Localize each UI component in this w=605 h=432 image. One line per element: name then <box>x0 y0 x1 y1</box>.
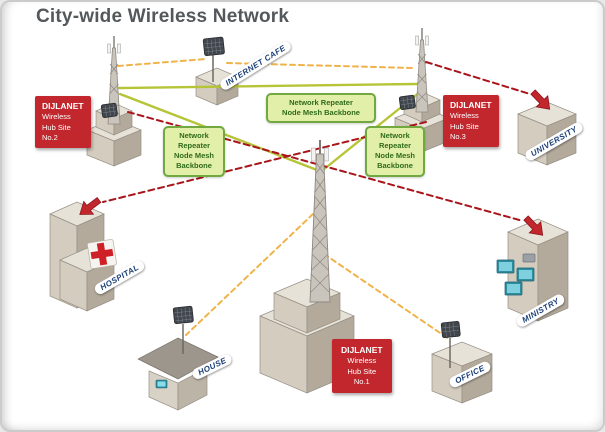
signal-arrow-university <box>530 89 551 110</box>
hub1-label: DIJLANET Wireless Hub Site No.1 <box>332 339 392 393</box>
repeater-top-line-2: Node Mesh Backbone <box>282 108 360 118</box>
repeater-label-left: Network Repeater Node Mesh Backbone <box>163 126 225 177</box>
repeater-left-line-1: Network <box>179 131 209 140</box>
hub1-radio-tower-icon <box>309 140 331 303</box>
hub2-mesh-dish-icon <box>100 102 118 118</box>
hub1-base-building <box>259 278 355 394</box>
repeater-right-line-3: Node Mesh <box>374 151 415 161</box>
repeater-right-line-4: Backbone <box>377 161 413 171</box>
repeater-left-line-4: Backbone <box>176 161 212 171</box>
hub3-label: DIJLANET Wireless Hub Site No.3 <box>443 95 499 147</box>
hub1-line-2: Hub Site <box>347 366 377 376</box>
repeater-top-line-1: Network Repeater <box>289 98 353 107</box>
repeater-right-line-2: Repeater <box>378 141 412 151</box>
hub3-line-1: Wireless <box>450 111 479 121</box>
hub3-line-3: No.3 <box>450 131 466 141</box>
house-mesh-dish-icon <box>172 305 194 325</box>
page-title: City-wide Wireless Network <box>36 6 290 27</box>
hub2-brand: DIJLANET <box>42 101 84 111</box>
signal-arrow-hospital <box>79 197 102 215</box>
hub2-line-3: No.2 <box>42 132 58 142</box>
red-cross-icon <box>87 239 117 269</box>
repeater-label-top: Network Repeater Node Mesh Backbone <box>266 93 376 124</box>
cafe-mesh-dish-icon <box>202 36 225 57</box>
office-mesh-dish-icon <box>440 320 461 339</box>
hub3-line-2: Hub Site <box>450 121 479 131</box>
repeater-left-line-3: Node Mesh <box>173 151 214 161</box>
hub1-brand: DIJLANET <box>341 345 383 355</box>
signal-arrow-ministry <box>523 215 544 236</box>
hub3-brand: DIJLANET <box>450 100 492 110</box>
hub2-line-1: Wireless <box>42 112 71 122</box>
hub1-line-3: No.1 <box>353 376 370 386</box>
hub2-line-2: Hub Site <box>42 122 71 132</box>
repeater-right-line-1: Network <box>380 131 410 140</box>
hub3-radio-tower-icon <box>415 28 429 113</box>
home-computer-icon <box>155 379 168 389</box>
hub3-mesh-dish-icon <box>398 94 416 110</box>
repeater-label-right: Network Repeater Node Mesh Backbone <box>365 126 425 177</box>
computers-icon <box>496 253 536 296</box>
hub2-label: DIJLANET Wireless Hub Site No.2 <box>35 96 91 148</box>
repeater-left-line-2: Repeater <box>177 141 211 151</box>
hub1-line-1: Wireless <box>347 356 377 366</box>
